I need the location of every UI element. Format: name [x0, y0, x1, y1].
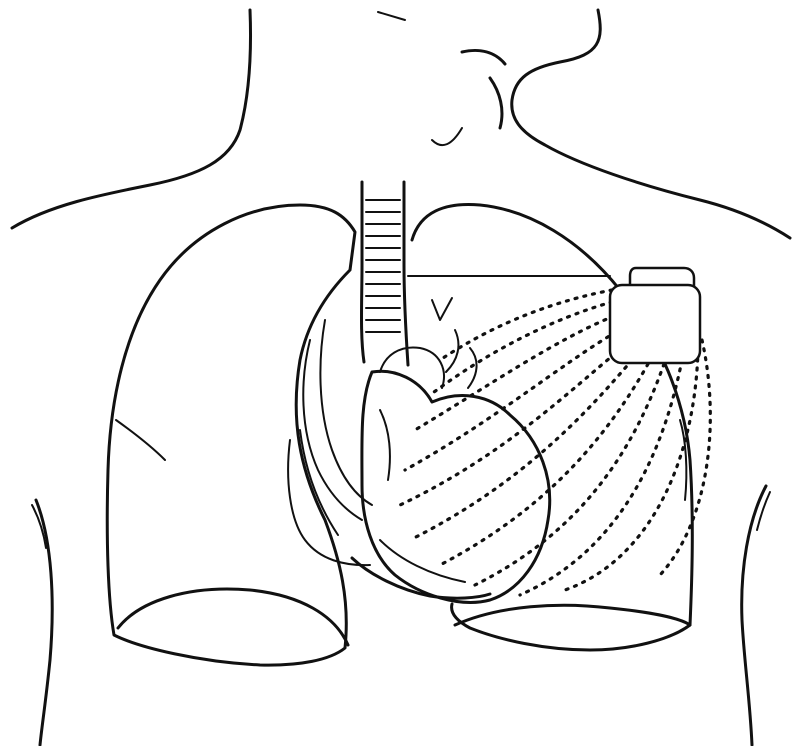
collarbone-right	[462, 51, 505, 129]
left-lung-base	[455, 605, 690, 625]
right-lung-fissure-2	[300, 430, 338, 535]
jaw-mark	[378, 12, 405, 20]
vena-cava	[380, 410, 390, 480]
pacemaker-can	[610, 285, 700, 363]
pacemaker-device	[610, 268, 700, 363]
neck-right-contour	[512, 10, 790, 238]
neck-left-contour	[12, 10, 251, 228]
trachea-left-wall	[362, 182, 365, 362]
heart-apex-line	[380, 540, 465, 582]
right-lung-outline	[107, 205, 355, 665]
collarbone-left	[432, 128, 462, 145]
trachea	[362, 182, 409, 365]
right-lung-base	[118, 589, 348, 645]
right-arm-line	[742, 486, 766, 745]
trachea-rings	[366, 200, 400, 332]
pulmonary-artery	[432, 298, 452, 320]
right-lung	[107, 205, 355, 665]
heart-inner-curve-3	[288, 440, 370, 565]
trachea-right-wall	[404, 182, 408, 365]
right-lung-fissure	[116, 420, 165, 460]
